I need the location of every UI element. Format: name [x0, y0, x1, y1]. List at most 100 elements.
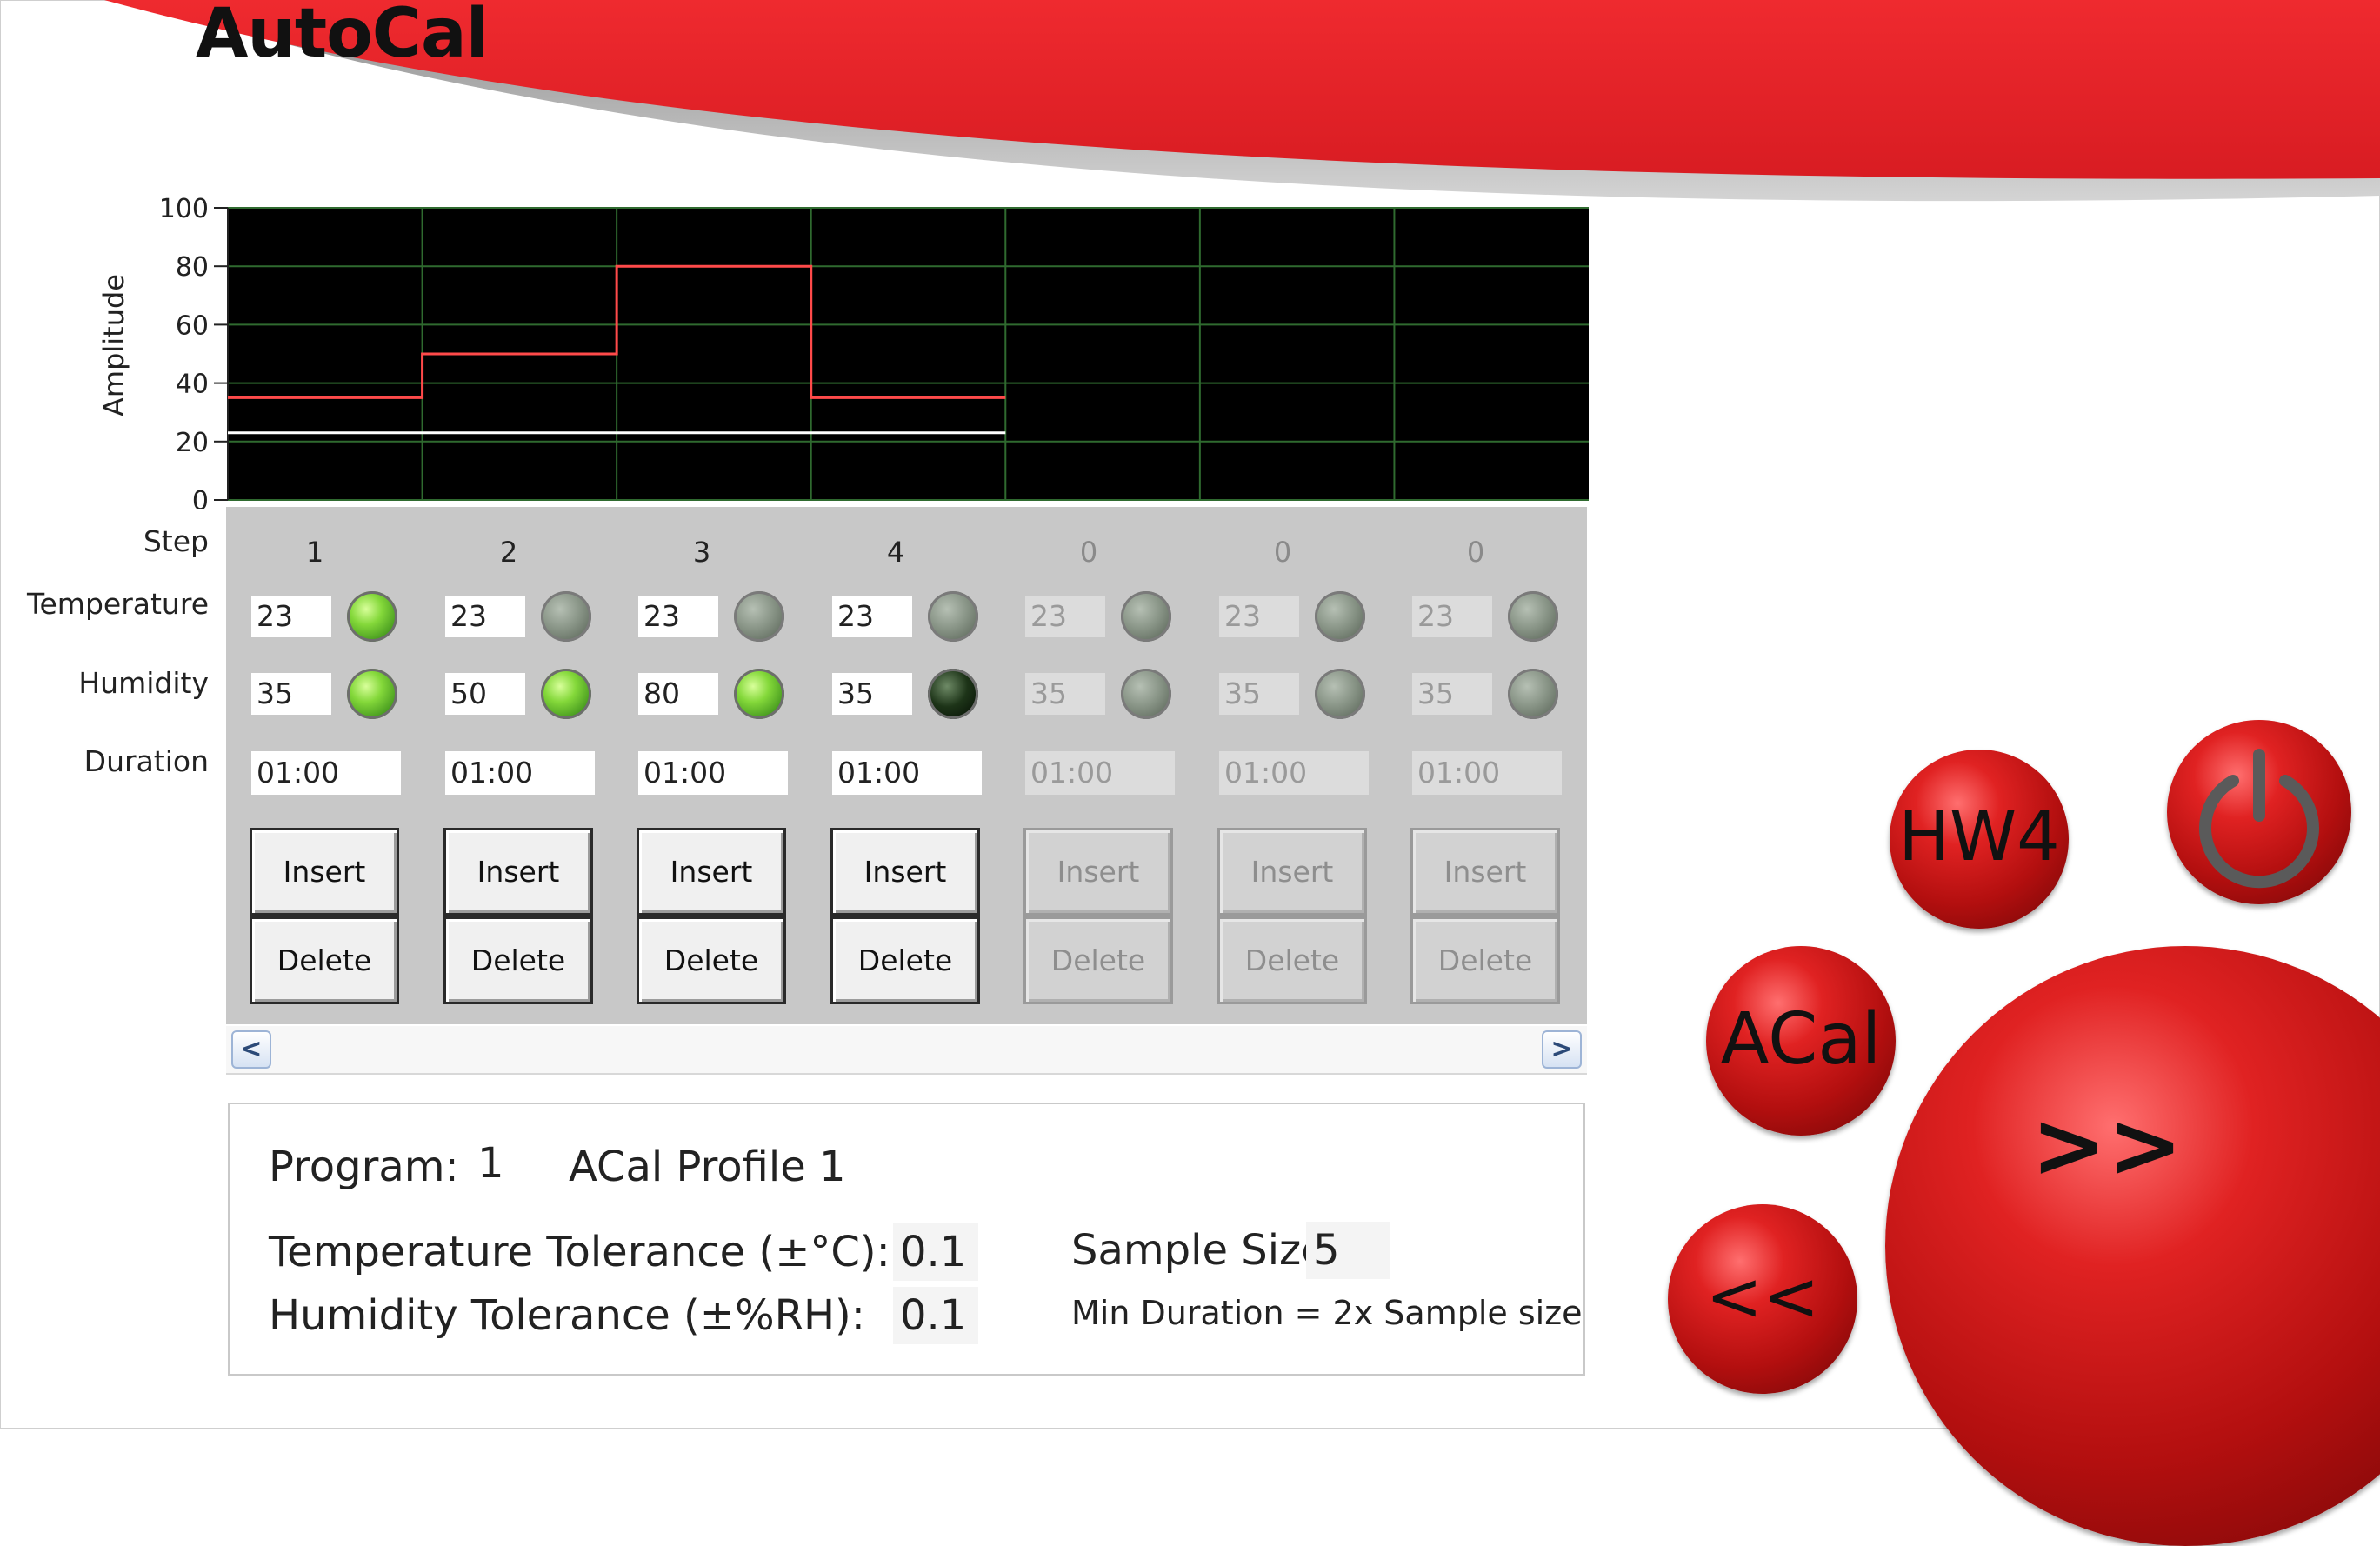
insert-step-button[interactable]: Insert: [1023, 828, 1173, 916]
delete-step-button[interactable]: Delete: [830, 916, 980, 1004]
temp-tolerance-value[interactable]: 0.1: [893, 1223, 978, 1281]
insert-step-button[interactable]: Insert: [443, 828, 593, 916]
humidity-led-indicator: [541, 669, 591, 719]
humidity-row-label: Humidity: [78, 666, 209, 700]
profile-name: ACal Profile 1: [569, 1143, 846, 1191]
humidity-input[interactable]: 35: [251, 673, 331, 715]
sample-size-value[interactable]: 5: [1306, 1222, 1390, 1279]
y-tick-label: 40: [176, 370, 209, 400]
sample-size-label: Sample Size: [1071, 1226, 1327, 1275]
delete-step-button[interactable]: Delete: [250, 916, 399, 1004]
step-number: 0: [1273, 536, 1292, 569]
temperature-led-indicator: [1121, 591, 1171, 642]
humidity-tolerance-value[interactable]: 0.1: [893, 1287, 978, 1344]
insert-step-button[interactable]: Insert: [1217, 828, 1367, 916]
insert-step-button[interactable]: Insert: [1410, 828, 1560, 916]
hw4-label: HW4: [1898, 798, 2060, 876]
power-icon: [2199, 749, 2319, 889]
humidity-input[interactable]: 50: [445, 673, 525, 715]
duration-input[interactable]: 01:00: [1219, 751, 1369, 795]
program-info-panel: Program: 1 ACal Profile 1 Temperature To…: [228, 1103, 1585, 1376]
temperature-input[interactable]: 23: [832, 596, 912, 637]
humidity-input[interactable]: 35: [1025, 673, 1105, 715]
insert-step-button[interactable]: Insert: [830, 828, 980, 916]
series-line: [228, 264, 1006, 399]
temperature-led-indicator: [347, 591, 397, 642]
temperature-input[interactable]: 23: [445, 596, 525, 637]
temperature-led-indicator: [1508, 591, 1558, 642]
duration-input[interactable]: 01:00: [251, 751, 401, 795]
delete-step-button[interactable]: Delete: [637, 916, 786, 1004]
temperature-led-indicator: [928, 591, 978, 642]
next-label: >>: [2030, 1092, 2183, 1198]
humidity-led-indicator: [928, 669, 978, 719]
previous-button[interactable]: <<: [1668, 1204, 1857, 1394]
delete-step-button[interactable]: Delete: [1410, 916, 1560, 1004]
insert-step-button[interactable]: Insert: [637, 828, 786, 916]
temperature-input[interactable]: 23: [1025, 596, 1105, 637]
header-banner: [104, 0, 2380, 202]
delete-step-button[interactable]: Delete: [1023, 916, 1173, 1004]
min-duration-note: Min Duration = 2x Sample size: [1071, 1294, 1583, 1332]
temperature-led-indicator: [541, 591, 591, 642]
program-number: 1: [477, 1139, 504, 1188]
step-number: 0: [1466, 536, 1485, 569]
y-tick-label: 100: [159, 196, 209, 224]
humidity-led-indicator: [347, 669, 397, 719]
header-red-band: [104, 0, 2380, 179]
humidity-tolerance-label: Humidity Tolerance (±%RH):: [269, 1291, 865, 1340]
chevron-left-icon[interactable]: <: [231, 1030, 271, 1069]
temperature-input[interactable]: 23: [1219, 596, 1299, 637]
hw4-button[interactable]: HW4: [1890, 750, 2069, 929]
y-tick-label: 80: [176, 252, 209, 283]
app-title: AutoCal: [196, 0, 489, 73]
duration-input[interactable]: 01:00: [1025, 751, 1175, 795]
humidity-input[interactable]: 35: [1219, 673, 1299, 715]
temperature-led-indicator: [734, 591, 784, 642]
duration-row-label: Duration: [83, 744, 209, 778]
humidity-input[interactable]: 35: [1412, 673, 1492, 715]
program-label: Program:: [269, 1143, 459, 1191]
step-number: 4: [886, 536, 905, 569]
y-tick-label: 0: [192, 486, 209, 509]
y-axis-label: Amplitude: [97, 274, 130, 416]
chevron-right-icon[interactable]: >: [1542, 1030, 1582, 1069]
delete-step-button[interactable]: Delete: [443, 916, 593, 1004]
temperature-led-indicator: [1315, 591, 1365, 642]
humidity-input[interactable]: 80: [638, 673, 718, 715]
temp-tolerance-label: Temperature Tolerance (±°C):: [269, 1228, 890, 1276]
step-number: 0: [1079, 536, 1098, 569]
steps-scrollbar[interactable]: < >: [226, 1026, 1587, 1075]
delete-step-button[interactable]: Delete: [1217, 916, 1367, 1004]
previous-label: <<: [1705, 1258, 1820, 1336]
humidity-led-indicator: [1121, 669, 1171, 719]
humidity-led-indicator: [734, 669, 784, 719]
temperature-input[interactable]: 23: [1412, 596, 1492, 637]
insert-step-button[interactable]: Insert: [250, 828, 399, 916]
duration-input[interactable]: 01:00: [832, 751, 982, 795]
duration-input[interactable]: 01:00: [638, 751, 788, 795]
step-number: 2: [499, 536, 518, 569]
duration-input[interactable]: 01:00: [1412, 751, 1562, 795]
y-tick-label: 20: [176, 428, 209, 458]
acal-button[interactable]: ACal: [1706, 946, 1896, 1136]
y-tick-label: 60: [176, 310, 209, 341]
step-row-label: Step: [143, 524, 209, 558]
humidity-led-indicator: [1315, 669, 1365, 719]
temperature-input[interactable]: 23: [251, 596, 331, 637]
temperature-row-label: Temperature: [26, 587, 209, 621]
duration-input[interactable]: 01:00: [445, 751, 595, 795]
step-number: 3: [692, 536, 711, 569]
humidity-input[interactable]: 35: [832, 673, 912, 715]
step-number: 1: [305, 536, 324, 569]
power-button[interactable]: [2167, 720, 2351, 904]
temperature-input[interactable]: 23: [638, 596, 718, 637]
